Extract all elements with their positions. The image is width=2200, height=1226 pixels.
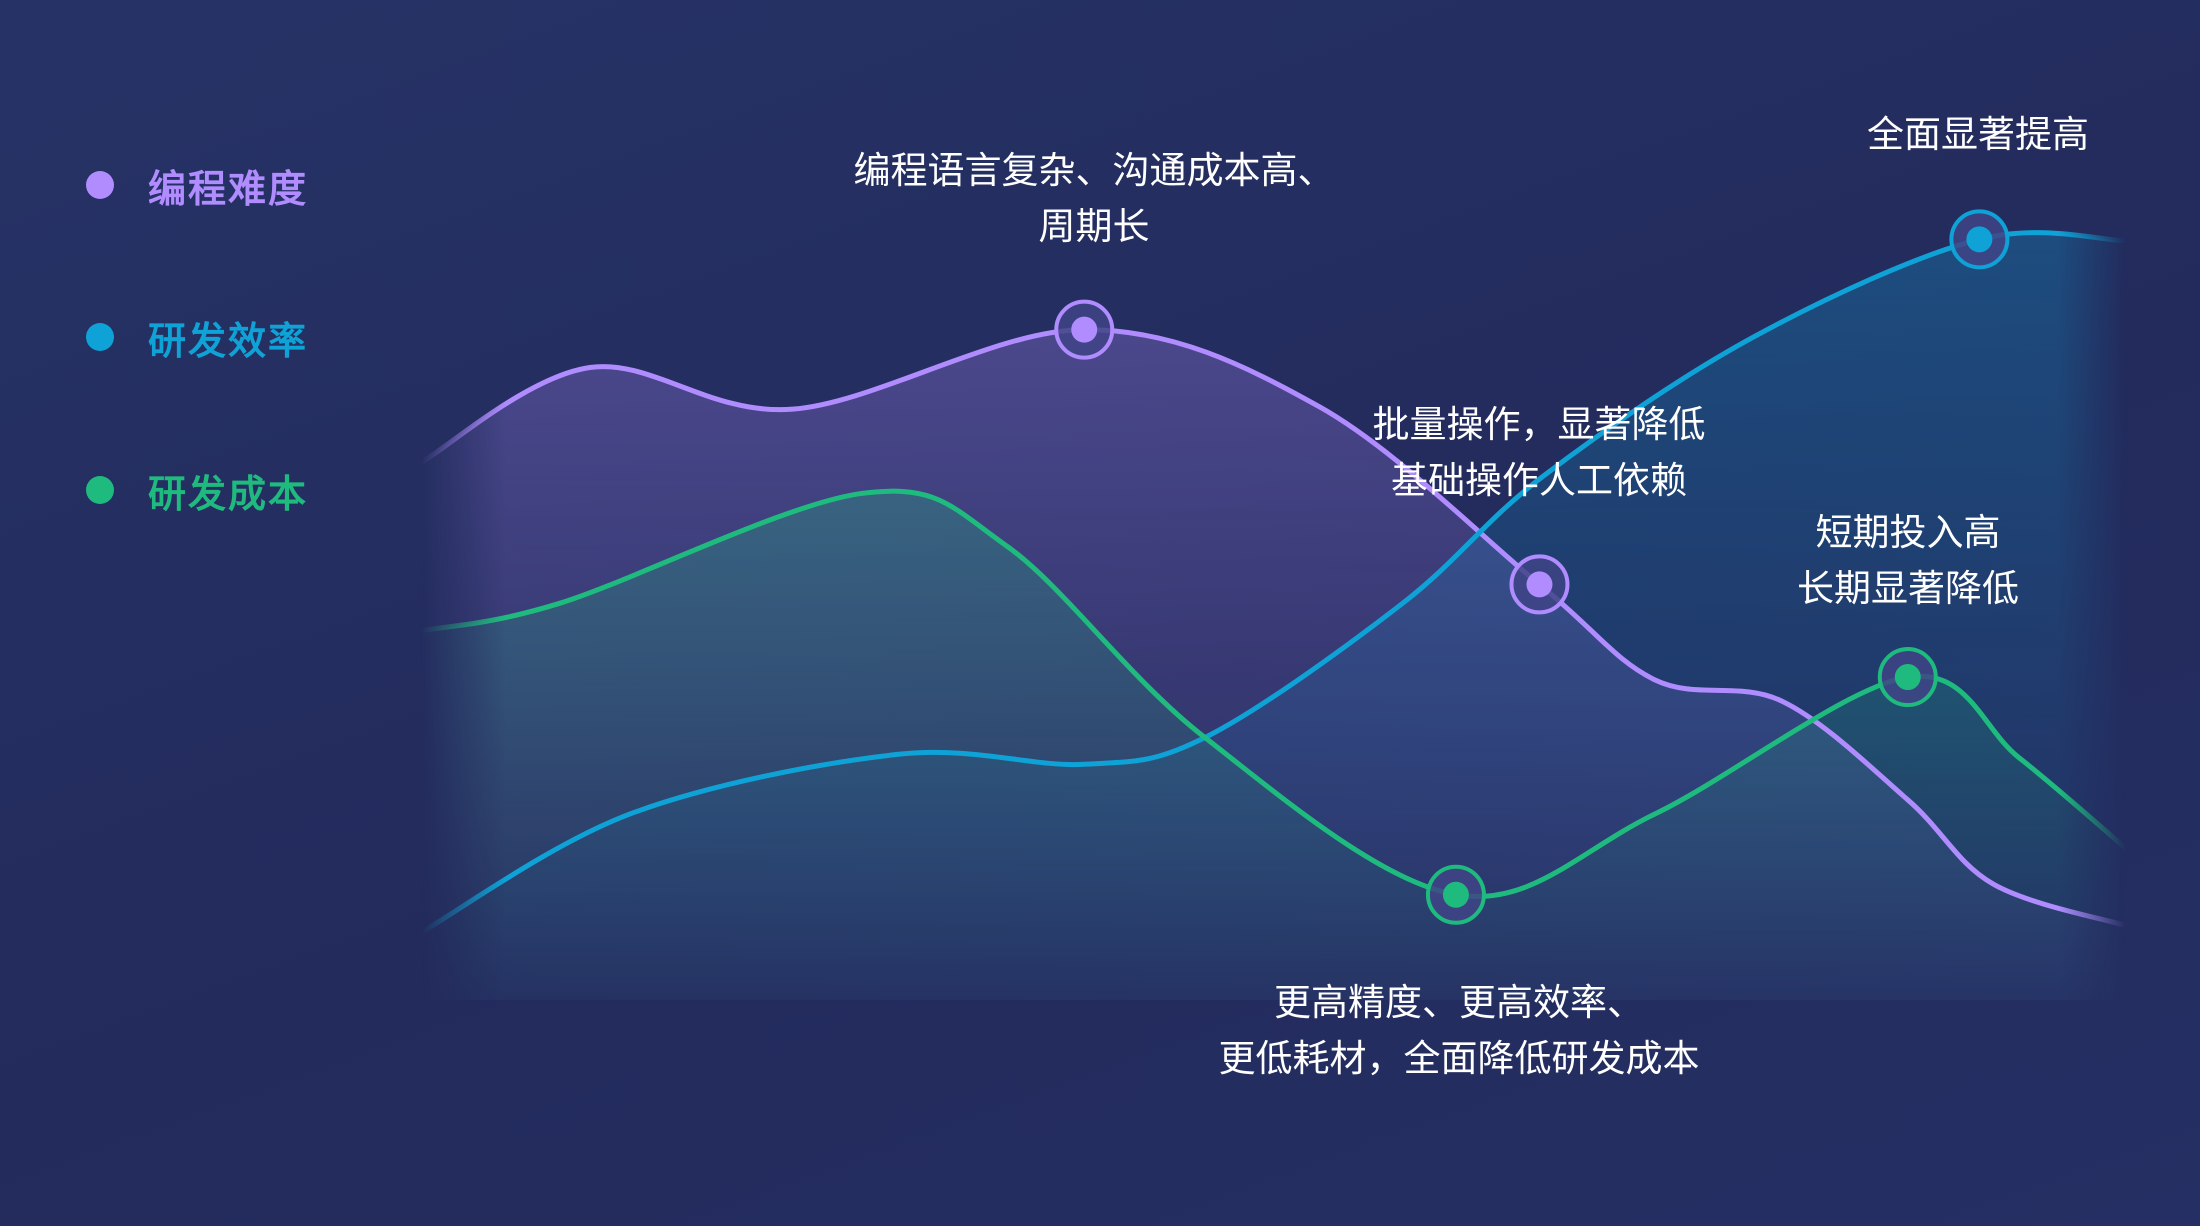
annotation-difficulty-peak: 编程语言复杂、沟通成本高、 周期长 [854,143,1335,255]
annotation-cost-low: 更高精度、更高效率、 更低耗材，全面降低研发成本 [1219,975,1700,1087]
legend-dot-icon [86,171,114,199]
annotation-efficiency-top: 全面显著提高 [1867,107,2089,163]
legend-label: 编程难度 [148,166,309,211]
annotation-line: 更高精度、更高效率、 [1274,981,1644,1024]
annotation-line: 全面显著提高 [1867,113,2089,156]
legend-label: 研发成本 [148,471,309,516]
series-line-1 [419,230,2127,935]
data-point-marker[interactable] [1509,554,1570,615]
annotation-line: 周期长 [1038,205,1150,248]
annotation-difficulty-drop: 批量操作，显著降低 基础操作人工依赖 [1373,397,1706,509]
data-point-marker[interactable] [1425,864,1486,925]
series-line-0 [419,327,2127,929]
annotation-line: 长期显著降低 [1797,567,2019,610]
data-point-marker[interactable] [1877,647,1938,708]
series-area-2 [421,491,2126,1000]
annotation-line: 批量操作，显著降低 [1372,403,1706,446]
annotation-line: 短期投入高 [1815,511,2001,554]
data-point-marker[interactable] [1949,209,2010,270]
legend-item-efficiency[interactable]: 研发效率 [86,312,309,363]
annotation-line: 更低耗材，全面降低研发成本 [1218,1037,1700,1080]
legend-item-cost[interactable]: 研发成本 [86,465,309,516]
legend-label: 研发效率 [148,318,309,363]
legend-item-difficulty[interactable]: 编程难度 [86,160,309,211]
annotation-line: 基础操作人工依赖 [1391,459,1687,502]
data-point-marker[interactable] [1054,299,1115,360]
annotation-cost-rise: 短期投入高 长期显著降低 [1797,505,2019,617]
annotation-line: 编程语言复杂、沟通成本高、 [853,149,1335,192]
legend-dot-icon [86,476,114,504]
legend-dot-icon [86,323,114,351]
